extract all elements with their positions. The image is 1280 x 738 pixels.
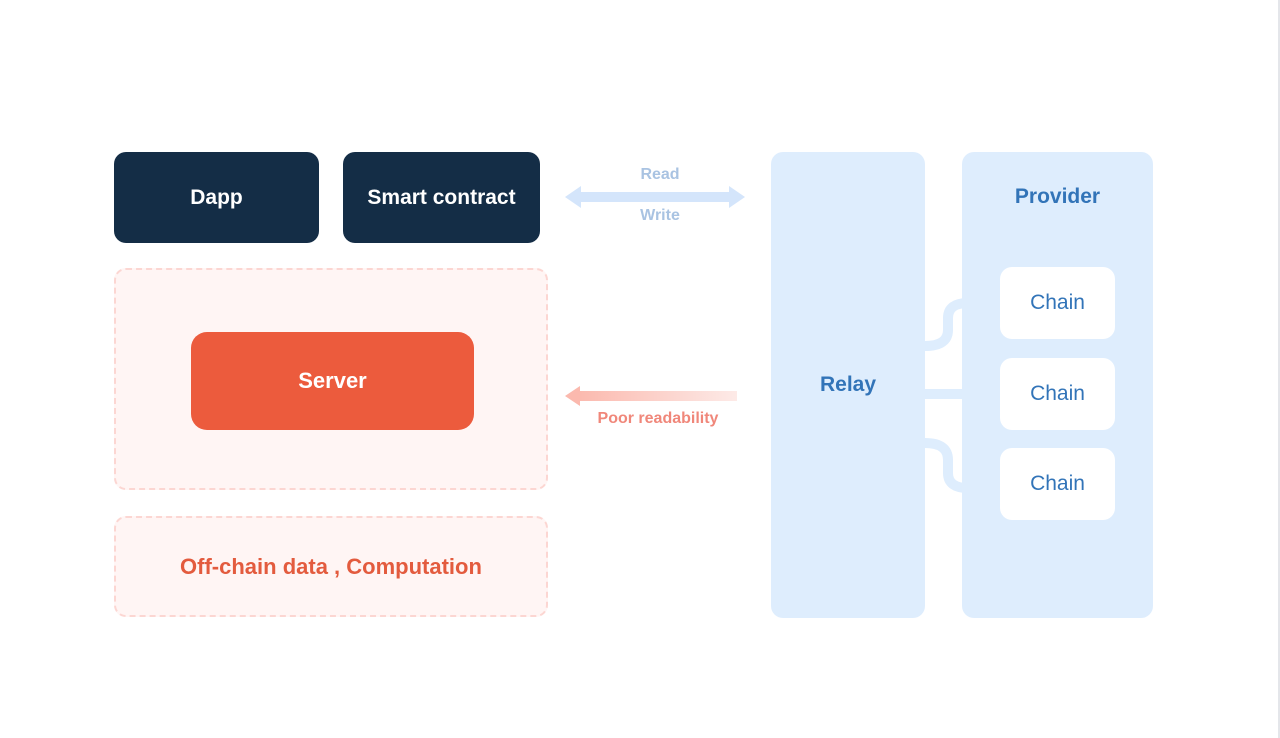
dapp-label: Dapp <box>190 185 243 209</box>
poor-readability-arrow-head <box>565 386 580 406</box>
dapp-box: Dapp <box>114 152 319 243</box>
chain-label: Chain <box>1030 382 1085 405</box>
provider-label: Provider <box>1014 185 1101 208</box>
chain-label: Chain <box>1030 472 1085 495</box>
relay-chain-connectors <box>924 298 969 493</box>
read-write-arrow <box>565 186 745 208</box>
connector-top <box>924 298 969 351</box>
poor-readability-arrow <box>565 386 737 406</box>
relay-panel: Relay <box>771 152 925 618</box>
poor-readability-arrow-shaft <box>577 391 737 401</box>
relay-label: Relay <box>819 373 877 396</box>
connector-bottom <box>924 438 969 493</box>
chain-box: Chain <box>1000 448 1115 520</box>
offchain-label: Off-chain data , Computation <box>180 553 482 579</box>
smart-contract-label: Smart contract <box>367 185 516 209</box>
read-write-arrow-shaft <box>577 192 733 202</box>
chain-box: Chain <box>1000 267 1115 339</box>
read-write-arrow-right-head <box>729 186 745 208</box>
read-label: Read <box>640 166 680 183</box>
smart-contract-box: Smart contract <box>343 152 540 243</box>
poor-readability-label: Poor readability <box>597 410 719 427</box>
read-write-arrow-left-head <box>565 186 581 208</box>
chain-box: Chain <box>1000 358 1115 430</box>
chain-label: Chain <box>1030 291 1085 314</box>
page-right-border <box>1278 0 1280 738</box>
server-label: Server <box>298 368 367 393</box>
offchain-area: Off-chain data , Computation <box>114 516 548 617</box>
write-label: Write <box>640 207 680 224</box>
server-box: Server <box>191 332 474 430</box>
